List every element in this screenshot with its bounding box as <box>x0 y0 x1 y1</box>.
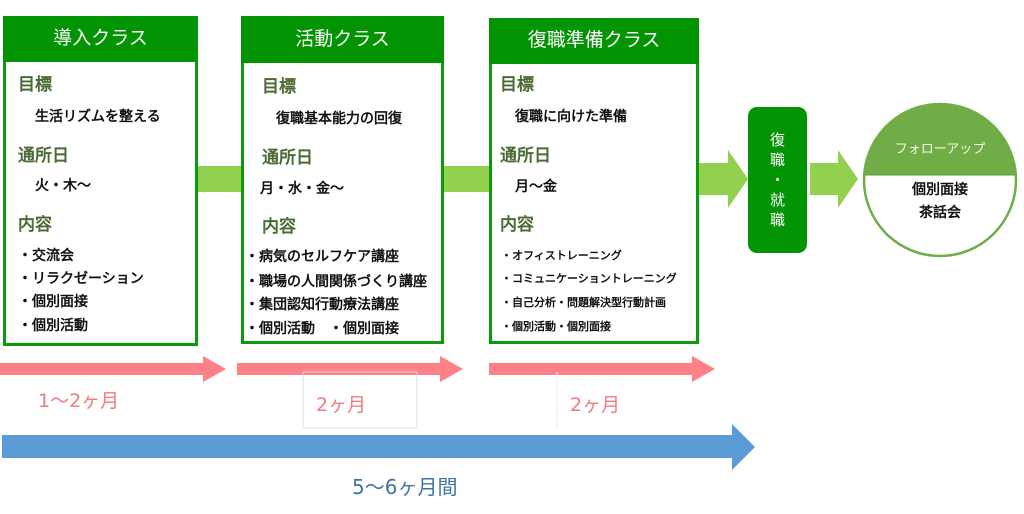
goal-label: 目標 <box>500 75 534 95</box>
follow-up-item: 茶話会 <box>919 205 961 221</box>
return-to-work-char: 職 <box>769 151 785 169</box>
follow-up-item: 個別面接 <box>912 182 968 198</box>
class-title: 導入クラス <box>53 27 148 49</box>
return-to-work-char: 職 <box>769 211 785 229</box>
goal-text: 復職基本能力の回復 <box>276 111 402 127</box>
return-to-work-label: 復 職 ・ 就 職 <box>748 130 807 230</box>
connector-bar-1 <box>197 166 243 192</box>
duration-label-preparation: 2ヶ月 <box>570 394 621 416</box>
class-header-intro: 導入クラス <box>3 16 198 62</box>
days-label: 通所日 <box>262 148 313 168</box>
content-item: ・病気のセルフケア講座 <box>245 249 399 265</box>
content-item: ・オフィストレーニング <box>501 249 622 262</box>
content-item: ・交流会 <box>18 248 74 264</box>
days-label: 通所日 <box>500 146 551 166</box>
content-item: ・職場の人間関係づくり講座 <box>245 274 427 290</box>
content-item: ・集団認知行動療法講座 <box>245 297 399 313</box>
content-item: ・個別活動 ・個別面接 <box>245 321 399 337</box>
return-to-work-char: 復 <box>769 131 785 149</box>
arrow-to-followup-icon <box>810 150 858 208</box>
class-box-activity <box>241 16 444 344</box>
days-text: 月・水・金～ <box>260 181 344 197</box>
content-item: ・リラクゼーション <box>18 271 144 287</box>
goal-text: 生活リズムを整える <box>35 109 161 125</box>
class-header-activity: 活動クラス <box>241 16 444 63</box>
class-box-intro <box>3 16 198 346</box>
duration-arrow-1-icon <box>0 356 226 382</box>
class-header-preparation: 復職準備クラス <box>489 18 699 64</box>
return-to-work-char: ・ <box>769 171 785 189</box>
goal-label: 目標 <box>262 77 296 97</box>
duration-arrow-2-icon <box>237 356 463 382</box>
class-title: 復職準備クラス <box>527 29 661 51</box>
duration-arrow-3-icon <box>489 356 715 382</box>
total-duration-arrow-icon <box>2 424 755 470</box>
days-text: 火・木～ <box>35 178 91 194</box>
content-item: ・個別活動・個別面接 <box>501 320 611 333</box>
content-item: ・個別面接 <box>18 294 88 310</box>
return-to-work-box <box>748 107 807 253</box>
class-title: 活動クラス <box>295 28 390 50</box>
days-label: 通所日 <box>18 146 69 166</box>
class-box-preparation <box>489 18 699 344</box>
total-duration-label: 5～6ヶ月間 <box>352 475 458 499</box>
follow-up-title: フォローアップ <box>894 142 986 157</box>
goal-label: 目標 <box>18 75 52 95</box>
days-text: 月～金 <box>515 179 557 195</box>
content-label: 内容 <box>262 217 296 237</box>
goal-text: 復職に向けた準備 <box>515 109 627 125</box>
duration-label-intro: 1～2ヶ月 <box>38 390 120 412</box>
content-label: 内容 <box>500 215 534 235</box>
arrow-to-return-icon <box>698 150 748 208</box>
duration-label-activity: 2ヶ月 <box>316 394 367 416</box>
content-item: ・コミュニケーショントレーニング <box>501 272 677 285</box>
content-item: ・個別活動 <box>18 318 88 334</box>
content-item: ・自己分析・問題解決型行動計画 <box>501 296 666 309</box>
return-to-work-char: 就 <box>769 191 785 209</box>
connector-bar-2 <box>443 166 489 192</box>
content-label: 内容 <box>18 215 52 235</box>
